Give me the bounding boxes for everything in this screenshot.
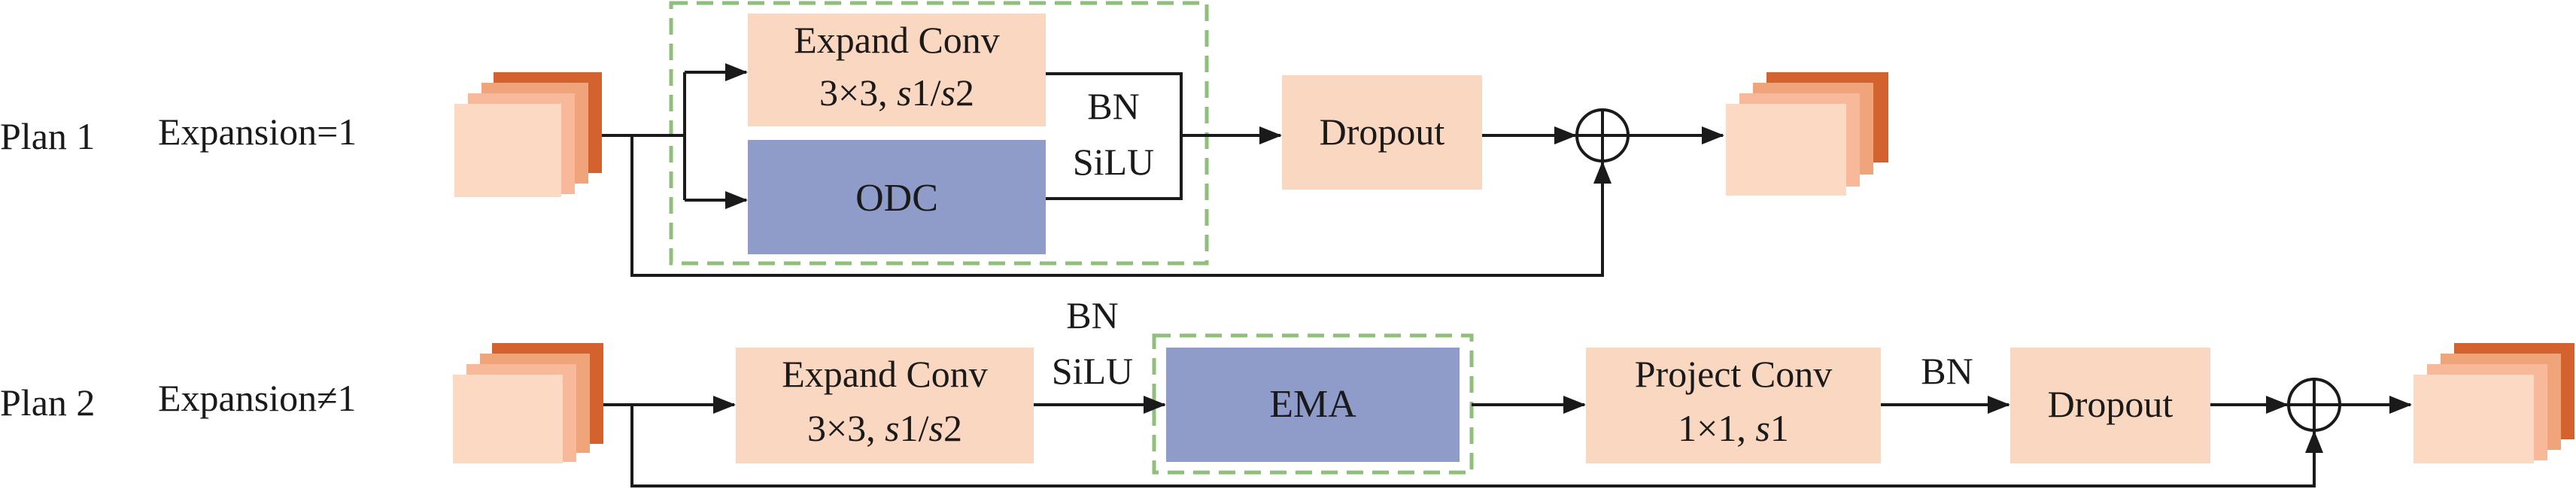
- plan1-dropout-box: [1282, 75, 1482, 190]
- plan1-expand-conv-box: [748, 14, 1046, 126]
- plan2-dropout-label: Dropout: [2048, 383, 2174, 425]
- plan2-ema-box: [1166, 348, 1460, 462]
- plan2-project-conv-params: 1×1, s1: [1678, 407, 1789, 449]
- plan1-input-feature-map-icon: [454, 72, 602, 197]
- plan2-label: Plan 2: [0, 381, 95, 424]
- plan1-odc-label: ODC: [855, 177, 938, 220]
- plan2-project-conv-title: Project Conv: [1635, 353, 1832, 395]
- plan2-add-node-icon: [2287, 378, 2341, 432]
- plan2-dropout-box: [2010, 348, 2210, 463]
- plan2-output-feature-map-icon: [2413, 343, 2574, 463]
- plan2-project-conv-box: [1586, 348, 1881, 463]
- plan1-bn-label: BN: [1087, 85, 1139, 127]
- plan2-expand-conv-title: Expand Conv: [782, 353, 988, 395]
- plan1-add-node-icon: [1575, 108, 1630, 162]
- plan1-connectors: [602, 63, 1724, 277]
- plan1-expand-conv-title: Expand Conv: [794, 19, 1000, 61]
- plan1-dashed-module: [669, 1, 1209, 266]
- plan1-expansion-label: Expansion=1: [158, 111, 357, 153]
- plan2-expand-conv-params: 3×3, s1/s2: [807, 407, 962, 449]
- plan2-bn2-label: BN: [1921, 350, 1973, 392]
- plan2-expansion-label: Expansion≠1: [158, 377, 357, 419]
- plan1-expand-conv-params: 3×3, s1/s2: [819, 71, 974, 114]
- plan2-input-feature-map-icon: [453, 343, 603, 463]
- plan2-expand-conv-box: [736, 348, 1034, 463]
- plan1-dropout-label: Dropout: [1320, 111, 1445, 153]
- plan1-odc-box: [748, 140, 1046, 254]
- plan1-output-feature-map-icon: [1726, 72, 1888, 196]
- plan1-row: Plan 1 Expansion=1 Expand Conv 3×3, s1/s…: [0, 1, 1888, 277]
- plan2-row: Plan 2 Expansion≠1 Expand Conv 3×3, s1/s…: [0, 294, 2574, 487]
- plan2-ema-label: EMA: [1269, 383, 1356, 426]
- plan2-connectors: [603, 396, 2412, 487]
- plan1-label: Plan 1: [0, 115, 95, 157]
- plan2-silu-label: SiLU: [1052, 350, 1133, 392]
- plan1-silu-label: SiLU: [1073, 141, 1154, 183]
- plan2-bn-label: BN: [1066, 294, 1118, 336]
